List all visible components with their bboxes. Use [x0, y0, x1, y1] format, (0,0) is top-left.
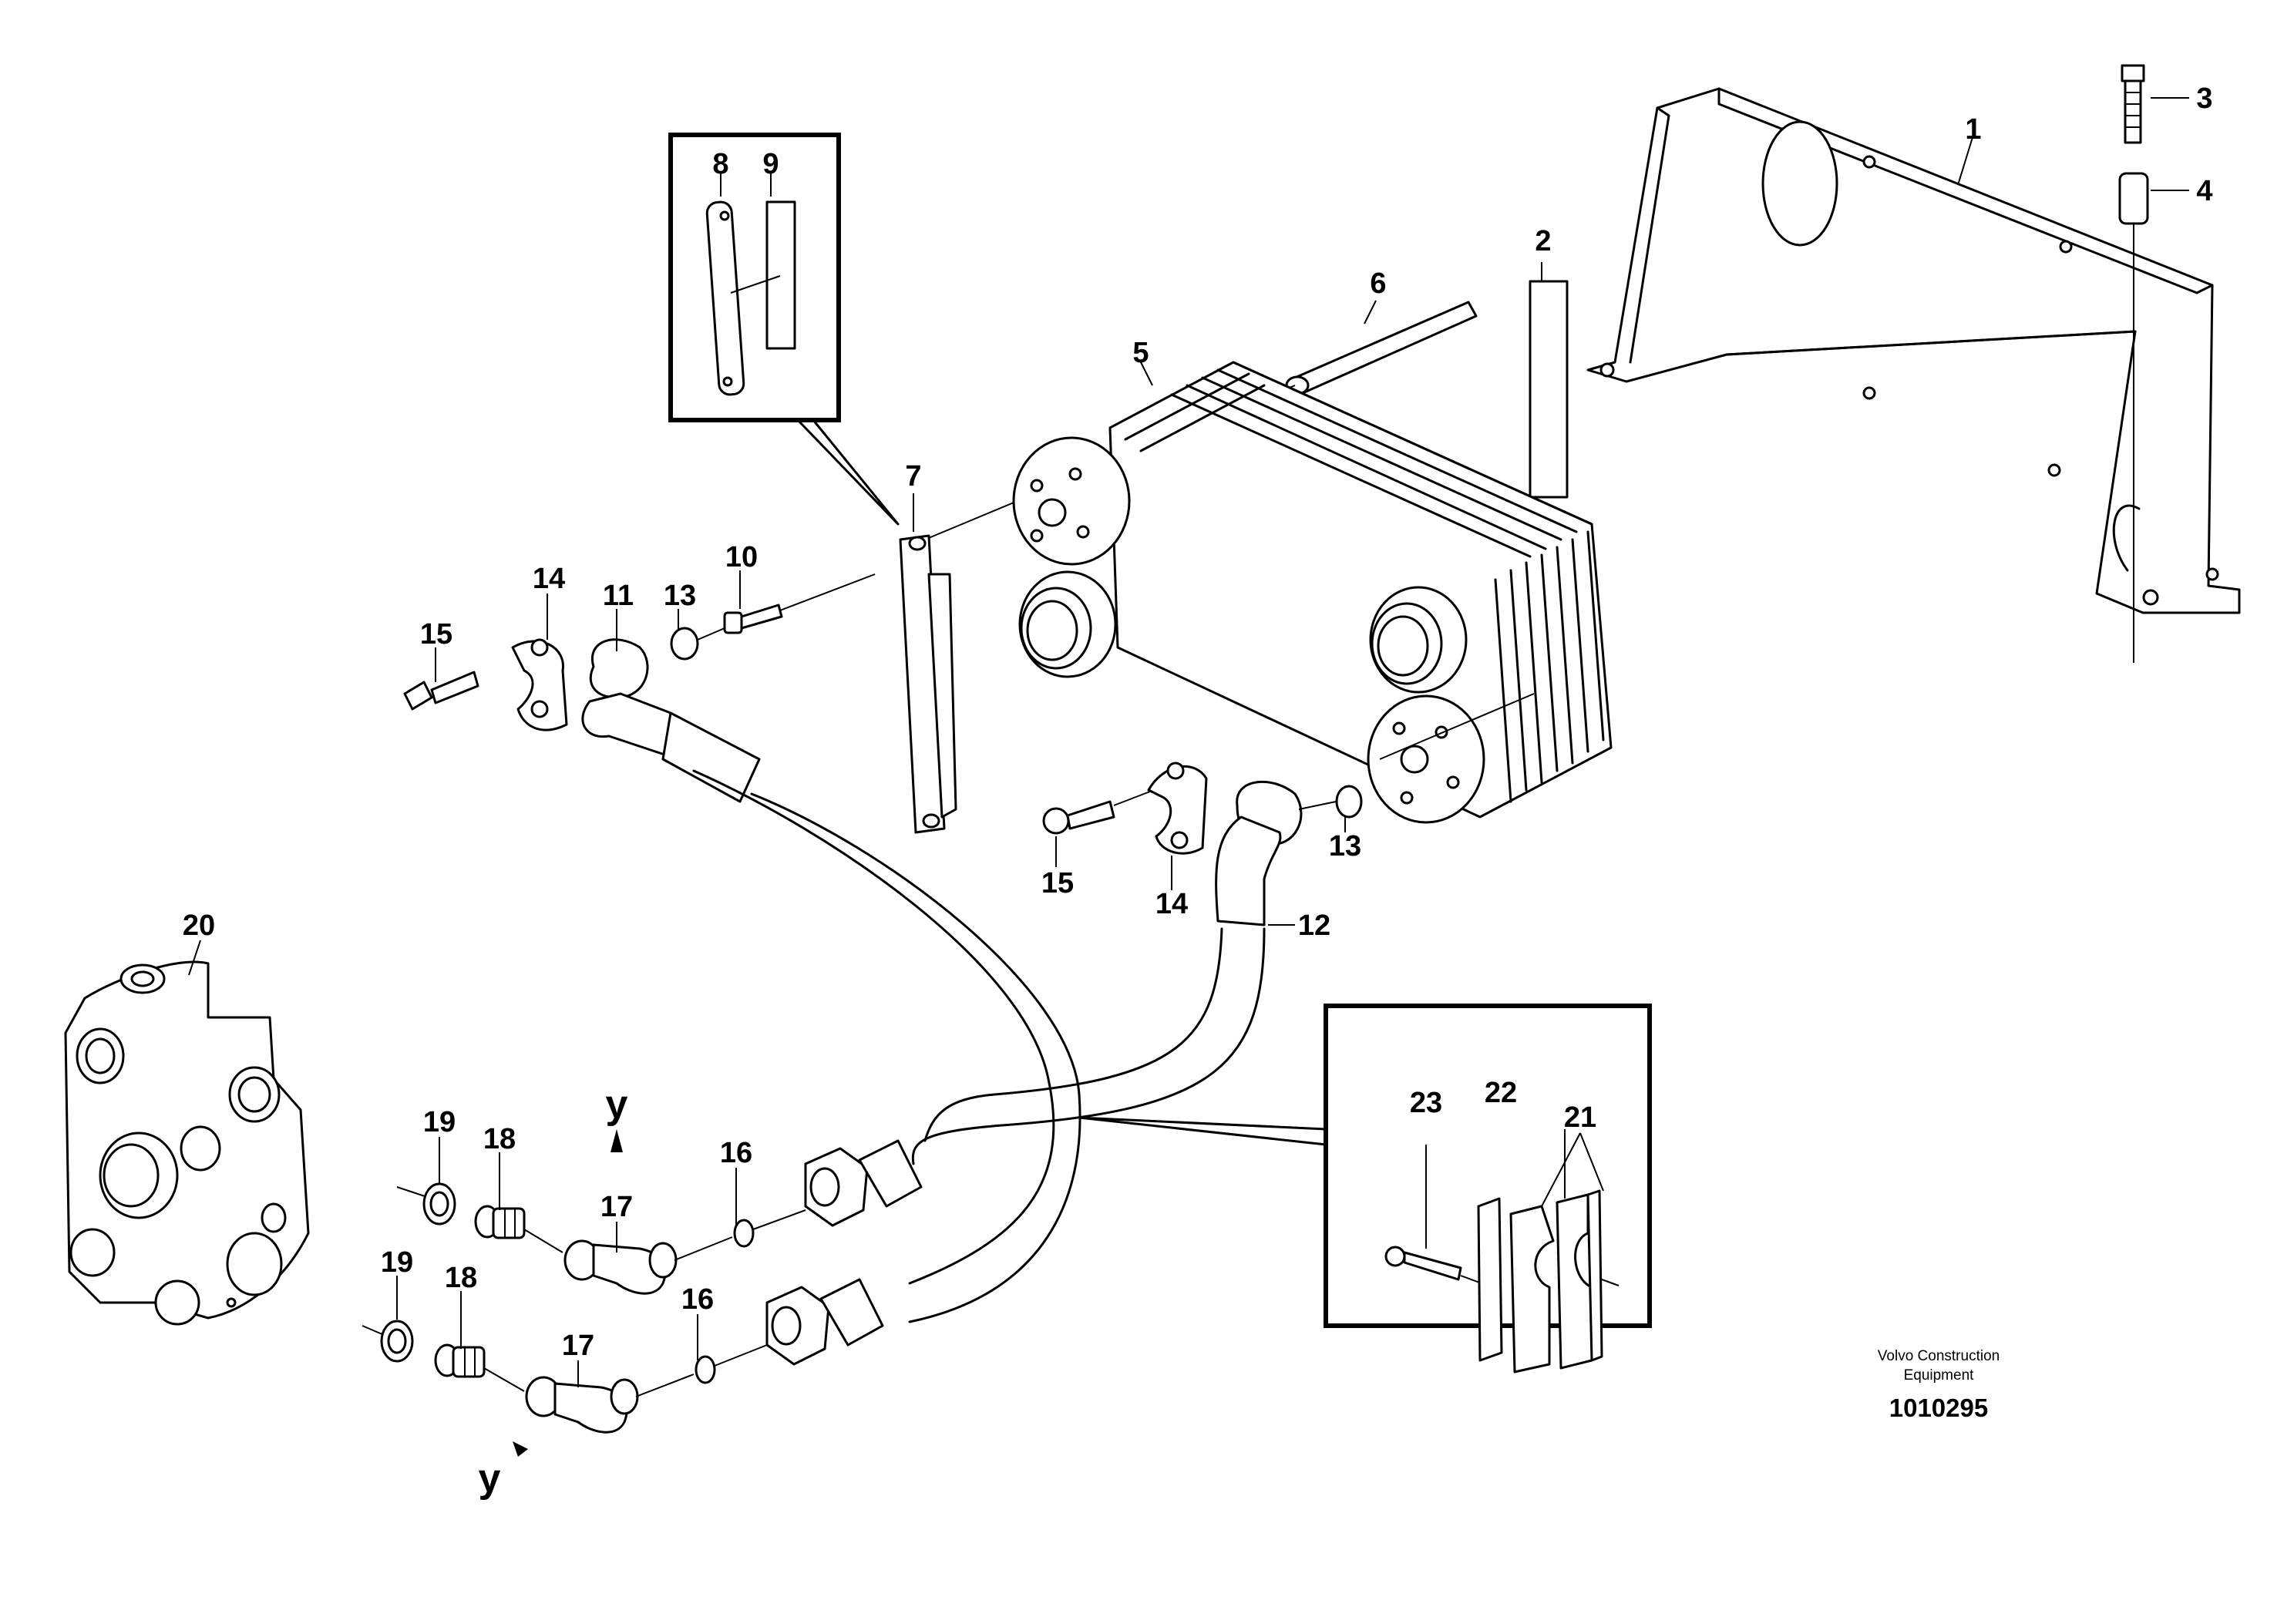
label-8: 8 — [712, 148, 728, 180]
label-22: 22 — [1485, 1077, 1517, 1109]
hoses — [692, 769, 1266, 1323]
label-2: 2 — [1535, 225, 1551, 257]
inset-box-strap — [668, 133, 900, 526]
oil-cooler — [1012, 361, 1613, 824]
footer: Volvo Construction Equipment 1010295 — [1878, 1348, 2000, 1422]
strap — [899, 534, 957, 834]
label-4: 4 — [2196, 175, 2212, 207]
view-marker-y-bottom: y — [479, 1456, 501, 1501]
part-labels: 1 2 3 4 5 6 7 8 9 10 11 12 13 13 14 14 1… — [183, 82, 2213, 1362]
label-1: 1 — [1965, 113, 1981, 146]
label-18-lower: 18 — [445, 1262, 477, 1294]
label-17-lower: 17 — [562, 1330, 594, 1362]
drawing-number: 1010295 — [1889, 1394, 1988, 1422]
right-coupling-group — [1042, 762, 1363, 926]
label-13-left: 13 — [664, 580, 696, 612]
label-20: 20 — [183, 910, 215, 942]
lower-fitting-row — [362, 1278, 884, 1434]
brand-line-1: Volvo Construction — [1878, 1348, 2000, 1364]
label-16-upper: 16 — [720, 1137, 752, 1169]
screw-10 — [723, 573, 876, 634]
label-13-right: 13 — [1329, 830, 1361, 862]
mounting-bracket — [1586, 87, 2241, 614]
label-12: 12 — [1298, 910, 1330, 942]
rubber-strip — [1529, 280, 1569, 499]
label-15-left: 15 — [420, 618, 452, 651]
label-14-left: 14 — [533, 563, 565, 595]
label-15-right: 15 — [1041, 867, 1074, 899]
label-23: 23 — [1410, 1087, 1442, 1119]
label-21: 21 — [1564, 1101, 1596, 1134]
left-coupling-group — [403, 627, 761, 803]
valve-body — [64, 960, 310, 1326]
leader-lines — [188, 97, 2189, 1457]
label-17-upper: 17 — [600, 1191, 633, 1223]
label-10: 10 — [725, 541, 758, 573]
label-5: 5 — [1132, 337, 1149, 369]
label-11: 11 — [603, 580, 634, 612]
label-6: 6 — [1370, 267, 1386, 300]
label-14-right: 14 — [1155, 888, 1188, 920]
label-18-upper: 18 — [483, 1123, 516, 1155]
label-7: 7 — [905, 460, 921, 493]
label-9: 9 — [762, 148, 779, 180]
inset-box-clamp — [1078, 1004, 1652, 1374]
label-19-lower: 19 — [381, 1246, 413, 1279]
bolt-and-spacer — [2118, 64, 2149, 663]
upper-fitting-row — [396, 1139, 923, 1295]
view-marker-y-top: y — [606, 1082, 628, 1127]
label-3: 3 — [2196, 82, 2212, 115]
brand-line-2: Equipment — [1904, 1367, 1975, 1384]
label-19-upper: 19 — [423, 1106, 456, 1138]
label-16-lower: 16 — [681, 1283, 714, 1316]
